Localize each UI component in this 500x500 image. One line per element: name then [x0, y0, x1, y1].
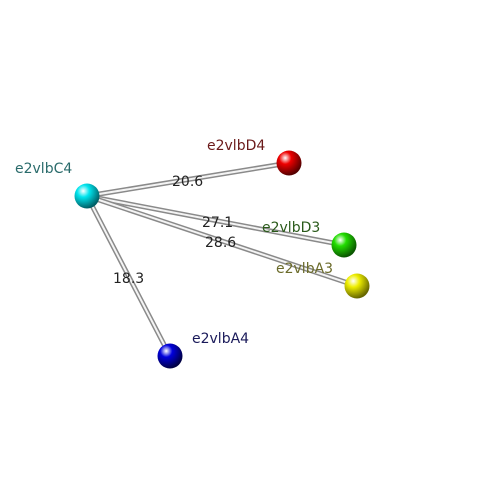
edge-c4-a4	[84, 193, 173, 359]
node-label-d4: e2vlbD4	[207, 138, 265, 154]
node-a4	[157, 343, 183, 369]
edge-label-c4-a3: 28.6	[205, 235, 236, 251]
node-label-c4: e2vlbC4	[15, 161, 72, 177]
node-label-a3: e2vlbA3	[276, 261, 333, 277]
node-a3	[344, 273, 370, 299]
node-c4	[74, 183, 100, 209]
edge-c4-d3	[84, 193, 347, 248]
edge-label-c4-d3: 27.1	[202, 215, 233, 231]
edge-label-c4-a4: 18.3	[113, 271, 144, 287]
node-d4	[276, 150, 302, 176]
edge-c4-d4	[84, 160, 292, 199]
edge-c4-a3	[84, 193, 360, 289]
node-label-d3: e2vlbD3	[262, 220, 320, 236]
node-d3	[331, 232, 357, 258]
node-label-a4: e2vlbA4	[192, 331, 249, 347]
edge-label-c4-d4: 20.6	[172, 174, 203, 190]
